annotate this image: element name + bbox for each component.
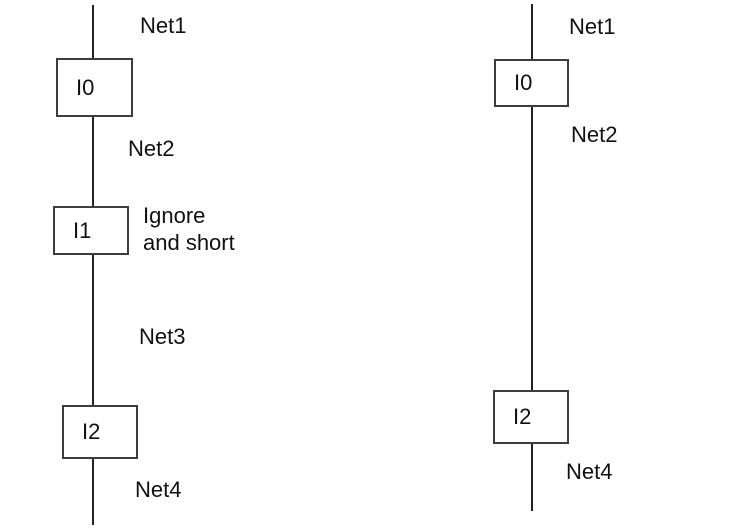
net-label-net3-left: Net3	[139, 324, 186, 349]
annotation-line-1: Ignore	[143, 203, 206, 228]
instance-box-i0-right: I0	[494, 59, 569, 107]
wire-right	[531, 4, 533, 511]
instance-box-i1-left: I1	[53, 206, 129, 255]
annotation-ignore-and-short: Ignore and short	[143, 202, 235, 256]
net-label-net2-left: Net2	[128, 136, 175, 161]
net-label-net4-left: Net4	[135, 477, 182, 502]
net-label-net2-right: Net2	[571, 122, 618, 147]
annotation-line-2: and short	[143, 230, 235, 255]
instance-label-i0: I0	[514, 70, 533, 95]
instance-box-i2-left: I2	[62, 405, 138, 459]
instance-label-i2: I2	[513, 404, 532, 429]
instance-box-i2-right: I2	[493, 390, 569, 444]
instance-label-i2: I2	[82, 419, 101, 444]
net-label-net1-left: Net1	[140, 13, 187, 38]
net-label-net4-right: Net4	[566, 459, 613, 484]
instance-box-i0-left: I0	[56, 58, 133, 117]
instance-label-i0: I0	[76, 74, 95, 100]
wire-left	[92, 5, 94, 525]
net-label-net1-right: Net1	[569, 14, 616, 39]
instance-label-i1: I1	[73, 217, 92, 243]
